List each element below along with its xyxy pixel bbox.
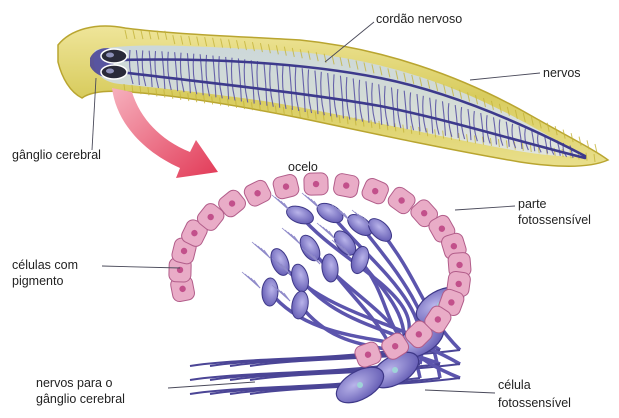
photoreceptor-head: [321, 253, 340, 283]
pigment-cell: [360, 176, 391, 206]
label-cordao-nervoso: cordão nervoso: [376, 12, 462, 27]
planarian-body: [58, 26, 608, 166]
label-celulas-pigmento-line2: pigmento: [12, 274, 63, 289]
pigment-cell: [242, 178, 273, 208]
label-celula-fotossensivel-line1: célula: [498, 378, 531, 393]
label-nervos-ganglio-line1: nervos para o: [36, 376, 112, 391]
photoreceptor-head: [284, 203, 316, 228]
zoom-arrow: [112, 88, 218, 178]
photosensitive-cell-nucleus: [392, 367, 398, 373]
label-ganglio-cerebral: gânglio cerebral: [12, 148, 101, 163]
label-nervos-ganglio-line2: gânglio cerebral: [36, 392, 125, 407]
pigment-cell: [332, 173, 360, 199]
pigment-cell: [272, 173, 301, 200]
photoreceptor-head: [262, 278, 279, 307]
label-parte-fotossensivel-line1: parte: [518, 197, 547, 212]
pigment-cell: [304, 173, 329, 196]
photosensitive-cell-nucleus: [357, 382, 363, 388]
pigment-cells: [169, 173, 472, 370]
label-nervos: nervos: [543, 66, 581, 81]
label-celulas-pigmento-line1: células com: [12, 258, 78, 273]
label-parte-fotossensivel-line2: fotossensível: [518, 213, 591, 228]
label-ocelo: ocelo: [288, 160, 318, 175]
label-celula-fotossensivel-line2: fotossensível: [498, 396, 571, 411]
